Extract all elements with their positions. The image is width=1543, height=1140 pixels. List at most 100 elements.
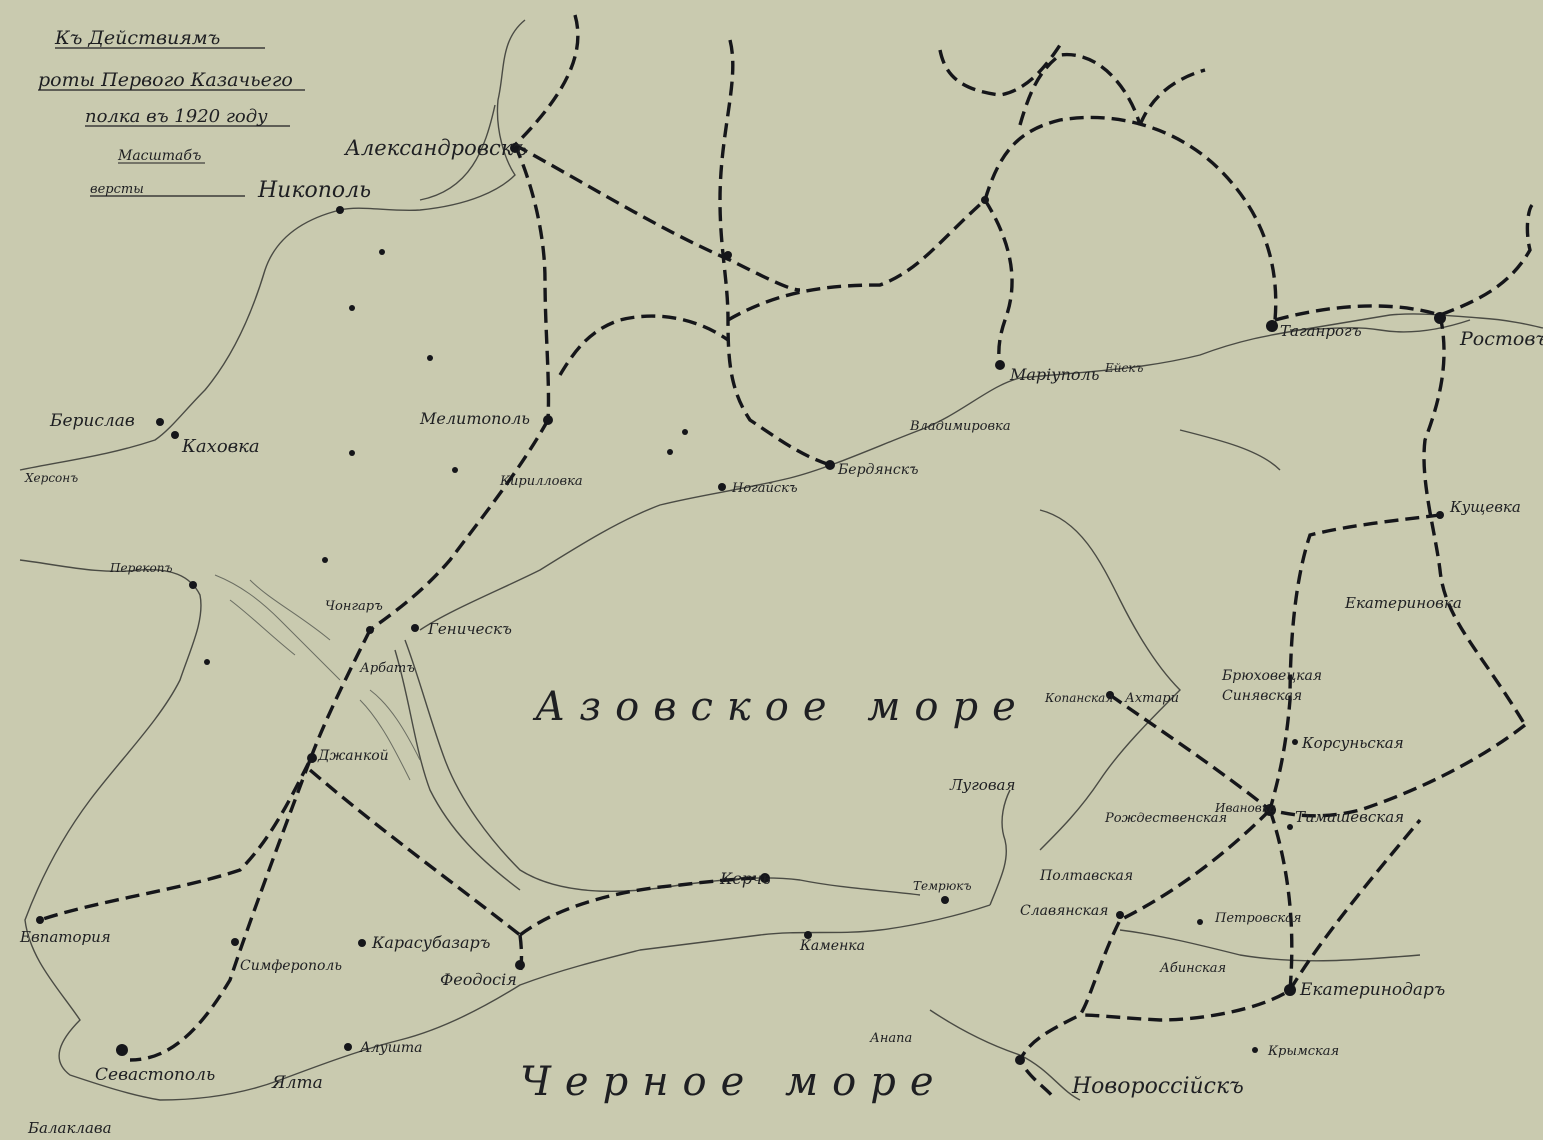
rail-kushchevka-timashevskaya: [1268, 513, 1441, 811]
dot-temryuk: [941, 896, 949, 904]
dot-alushta: [344, 1043, 352, 1051]
rail-loop: [558, 314, 729, 376]
rail-feodosia-end: [518, 934, 524, 976]
dot-small-1: [379, 249, 385, 255]
rail-dzhankoy-sevastopol: [129, 759, 312, 1062]
label-akhtari: Ахтари: [1124, 691, 1179, 706]
kuban-river: [1119, 929, 1421, 962]
dot-volnovakha: [981, 196, 989, 204]
dot-evpatoria: [36, 916, 44, 924]
taman-coast: [929, 1009, 1081, 1101]
dnieper-river: [19, 19, 526, 471]
dot-small-2: [349, 305, 355, 311]
rail-feodosia-kerch: [518, 876, 766, 937]
label-slavyanskaya: Славянская: [1020, 903, 1108, 919]
dot-sevastopol: [116, 1044, 128, 1056]
rail-melitopol-south: [368, 419, 550, 632]
label-rostov: Ростовъ: [1459, 328, 1543, 350]
dot-small-7: [682, 429, 688, 435]
dot-crimea-a: [204, 659, 210, 665]
label-ekaterinovka: Екатериновка: [1344, 594, 1462, 612]
legend-line-2: роты Первого Казачьего: [38, 69, 293, 91]
railway-lines: [39, 14, 1534, 1101]
label-kerch: Керчь: [719, 869, 771, 888]
dot-aleksandrovsk: [510, 143, 520, 153]
marsh-line-4: [359, 699, 411, 781]
legend-line-3: полка въ 1920 году: [85, 106, 268, 127]
rail-to-timashevskaya: [1269, 723, 1527, 818]
rail-north-berdyansk: [718, 39, 831, 467]
label-temryuk: Темрюкъ: [913, 879, 971, 893]
dot-simferopol: [231, 938, 239, 946]
dot-akhtari: [1106, 691, 1114, 699]
label-bryukhovetskaya: Брюховецкая: [1221, 668, 1322, 684]
dot-genichesk: [411, 624, 419, 632]
label-genichesk: Геническъ: [427, 620, 512, 638]
dot-kerch-peninsula: [804, 931, 812, 939]
dot-berdyansk: [825, 460, 835, 470]
label-nogaysk: Ногайскъ: [731, 481, 798, 496]
arabat-spit: [404, 639, 921, 896]
label-taganrog: Таганрогъ: [1280, 322, 1362, 340]
marsh-line-1: [214, 574, 341, 681]
settlement-dots: [36, 143, 1446, 1065]
label-feodosia: Феодосія: [440, 970, 517, 989]
azov-north-coast: [419, 313, 1543, 631]
marsh-line-5: [369, 689, 421, 761]
dot-dzhankoy: [307, 753, 317, 763]
label-evpatoria: Евпатория: [19, 928, 111, 946]
label-abinskaya: Абинская: [1159, 961, 1226, 976]
rail-to-mariupol: [983, 199, 1014, 366]
sea-label-black: Черное море: [520, 1059, 948, 1105]
dot-melitopol: [543, 415, 553, 425]
kerch-strait: [989, 789, 1011, 906]
city-labels: Александровскъ Никополь Берислав Каховка…: [19, 136, 1543, 1137]
label-mariupol: Маріуполь: [1009, 365, 1099, 384]
rail-aleksandrovsk-melitopol: [513, 144, 551, 421]
dot-slavyanskaya: [1116, 911, 1124, 919]
coastlines: [19, 19, 1543, 1101]
rail-northeast-loop: [983, 115, 1278, 321]
azov-east-coast: [1039, 509, 1181, 851]
dot-small-10: [1252, 1047, 1258, 1053]
label-korsunskaya: Корсуньская: [1301, 734, 1404, 752]
label-krymskaya: Крымская: [1267, 1044, 1339, 1059]
label-rozhdestvenskaya: Рождественская: [1104, 811, 1227, 826]
label-arbat: Арбатъ: [359, 661, 415, 676]
label-vladimirovka: Владимировка: [909, 419, 1011, 434]
label-petrovskaya: Петровская: [1214, 911, 1301, 926]
label-yalta: Ялта: [271, 1073, 323, 1093]
rail-north-loop-c: [1138, 68, 1206, 126]
dot-nogaysk: [718, 483, 726, 491]
label-kushchevka: Кущевка: [1449, 498, 1521, 516]
rail-dzhankoy-evpatoria: [39, 629, 372, 922]
sea-label-azov: Азовское море: [532, 684, 1030, 730]
dot-ekaterinodar: [1284, 984, 1296, 996]
dnieper-branch: [419, 104, 496, 201]
label-aleksandrovsk: Александровскъ: [343, 136, 527, 160]
dot-chongar: [366, 626, 374, 634]
dot-karasubazar: [358, 939, 366, 947]
dot-mariupol: [995, 360, 1005, 370]
label-karasubazar: Карасубазаръ: [371, 933, 490, 952]
rail-north-loop-a: [1018, 52, 1142, 126]
sivash-marshes: [214, 574, 421, 781]
rail-taganrog-rostov: [1274, 203, 1534, 322]
dot-nikopol: [336, 206, 344, 214]
dot-berislav: [156, 418, 164, 426]
yeysk-coast: [1179, 429, 1281, 471]
dot-kakhovka: [171, 431, 179, 439]
label-novorossiysk: Новороссійскъ: [1071, 1074, 1244, 1099]
dot-small-8: [667, 449, 673, 455]
dot-small-5: [452, 467, 458, 473]
label-kamenka: Каменка: [799, 938, 865, 954]
dot-small-11: [1287, 824, 1293, 830]
label-kirillovka: Кирилловка: [499, 474, 583, 489]
dot-taganrog: [1266, 320, 1278, 332]
dot-small-6: [322, 557, 328, 563]
marsh-line-2: [229, 599, 296, 656]
dot-small-9: [1197, 919, 1203, 925]
